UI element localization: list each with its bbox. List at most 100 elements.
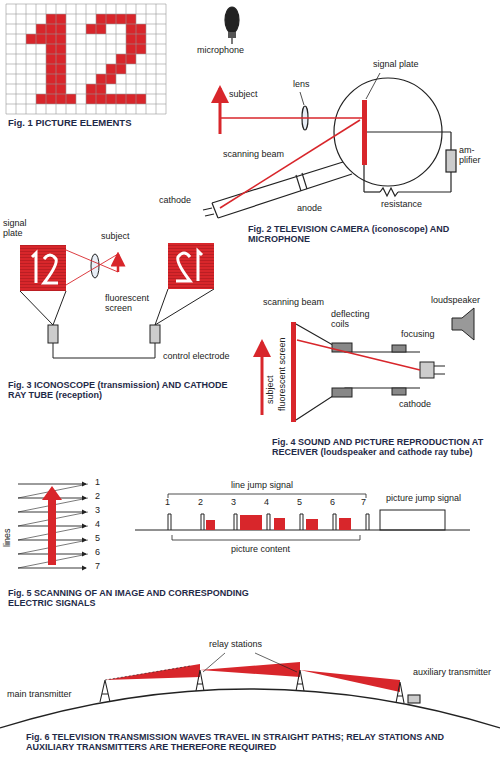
picture-element <box>126 14 136 24</box>
grid-line <box>116 4 117 114</box>
picture-element <box>46 84 56 94</box>
part-label: relay stations <box>208 640 263 650</box>
picture-element <box>136 34 146 44</box>
picture-element <box>56 54 66 64</box>
picture-element <box>46 94 56 104</box>
picture-element <box>86 24 96 34</box>
grid-line <box>6 4 166 5</box>
figure-caption: Fig. 2 TELEVISION CAMERA (iconoscope) AN… <box>248 224 488 245</box>
picture-element <box>36 34 46 44</box>
part-label: microphone <box>196 46 245 56</box>
part-label: focusing <box>400 330 436 340</box>
part-label: control electrode <box>162 352 231 362</box>
picture-element <box>136 24 146 34</box>
grid-line <box>76 4 77 114</box>
grid-line <box>106 4 107 114</box>
picture-element <box>96 14 106 24</box>
picture-element <box>106 64 116 74</box>
scan-line <box>18 568 86 569</box>
picture-element <box>136 94 146 104</box>
picture-element <box>116 64 126 74</box>
line-number: 6 <box>94 548 101 558</box>
cathode-ray-tube <box>262 308 474 422</box>
grid-line <box>6 84 166 85</box>
grid-line <box>86 4 87 114</box>
part-label: deflecting coils <box>330 310 382 330</box>
subject-arrow <box>219 88 222 134</box>
picture-element <box>46 34 56 44</box>
figure-caption: Fig. 1 PICTURE ELEMENTS <box>8 118 132 129</box>
picture-element <box>126 54 136 64</box>
line-number: 1 <box>164 498 171 508</box>
picture-element <box>116 14 126 24</box>
grid-line <box>6 44 166 45</box>
line-number: 6 <box>329 498 336 508</box>
grid-line <box>56 4 57 114</box>
part-label: picture content <box>230 545 291 555</box>
grid-line <box>156 4 157 114</box>
picture-element <box>126 34 136 44</box>
picture-element <box>56 74 66 84</box>
grid-line <box>6 94 166 95</box>
grid-line <box>6 34 166 35</box>
picture-element <box>116 94 126 104</box>
part-label: subject <box>228 90 259 100</box>
iconoscope-camera <box>203 7 456 218</box>
picture-element <box>46 44 56 54</box>
line-jump-pulse <box>201 514 204 530</box>
line-number: 4 <box>94 520 101 530</box>
picture-element <box>86 84 96 94</box>
line-number: 7 <box>360 498 367 508</box>
line-number: 2 <box>94 492 101 502</box>
picture-element <box>56 94 66 104</box>
picture-element <box>106 14 116 24</box>
line-jump-pulse <box>267 514 270 530</box>
grid-line <box>96 4 97 114</box>
grid-line <box>146 4 147 114</box>
part-label: resistance <box>380 200 423 210</box>
light-ray <box>220 117 362 119</box>
picture-element <box>36 24 46 34</box>
line-number: 2 <box>197 498 204 508</box>
picture-element <box>56 64 66 74</box>
scan-raster <box>18 484 88 568</box>
grid-line <box>6 4 7 114</box>
part-label: fluorescent screen <box>104 294 156 314</box>
picture-element <box>126 94 136 104</box>
signal-plate <box>362 100 367 165</box>
line-jump-pulse <box>366 514 369 530</box>
line-jump-pulse <box>234 514 237 530</box>
part-label: lens <box>292 80 311 90</box>
grid-line <box>136 4 137 114</box>
part-label: signal plate <box>2 219 44 239</box>
part-label: picture jump signal <box>385 494 462 504</box>
image-arrow <box>42 486 62 565</box>
figure-caption: Fig. 5 SCANNING OF AN IMAGE AND CORRESPO… <box>8 588 268 609</box>
part-label: cathode <box>158 196 192 206</box>
line-jump-pulse <box>300 514 303 530</box>
picture-element <box>46 54 56 64</box>
grid-line <box>6 54 166 55</box>
picture-element <box>96 24 106 34</box>
signal-trace <box>135 494 470 540</box>
iconoscope-and-crt <box>20 243 214 358</box>
picture-element <box>66 94 76 104</box>
picture-element <box>126 24 136 34</box>
grid-line <box>6 114 166 115</box>
picture-element <box>56 14 66 24</box>
grid-line <box>36 4 37 114</box>
figure-caption: Fig. 6 TELEVISION TRANSMISSION WAVES TRA… <box>26 732 476 753</box>
grid-line <box>66 4 67 114</box>
part-label: loudspeaker <box>430 296 481 306</box>
part-label: scanning beam <box>262 298 325 308</box>
figure-caption: Fig. 4 SOUND AND PICTURE REPRODUCTION AT… <box>272 437 487 458</box>
part-label: auxiliary transmitter <box>412 668 492 678</box>
transmission-chain <box>0 653 500 728</box>
line-number: 4 <box>263 498 270 508</box>
picture-element <box>46 24 56 34</box>
part-label: cathode <box>398 400 432 410</box>
picture-element <box>96 94 106 104</box>
scan-line <box>18 484 86 485</box>
part-label: subject <box>266 374 276 405</box>
